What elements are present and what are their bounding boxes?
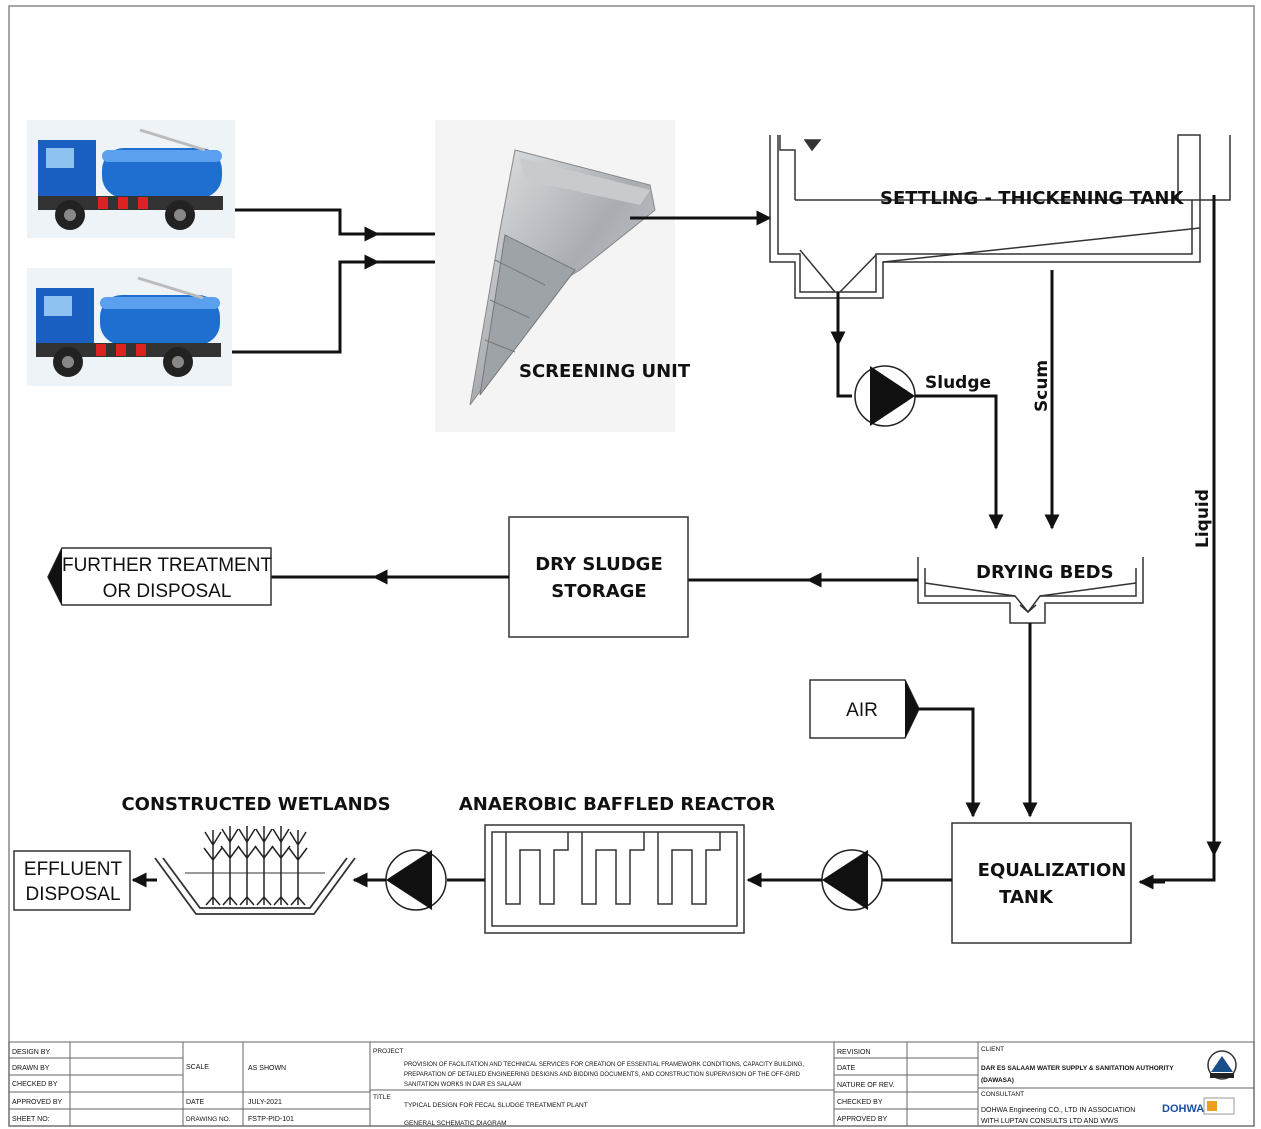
tb-approved-by: APPROVED BY	[12, 1099, 63, 1106]
vacuum-truck-1	[27, 120, 235, 238]
tb-title-line1: TYPICAL DESIGN FOR FECAL SLUDGE TREATMEN…	[404, 1102, 588, 1109]
tb-consultant-line1: DOHWA Engineering CO., LTD IN ASSOCIATIO…	[981, 1107, 1135, 1114]
sludge-line-top	[836, 292, 852, 398]
tb-scale-value: AS SHOWN	[248, 1065, 286, 1072]
air-line	[919, 707, 981, 818]
dry-sludge-storage-label-2: STORAGE	[551, 581, 646, 602]
sludge-pump	[854, 365, 916, 427]
tb-checked-by: CHECKED BY	[12, 1081, 58, 1088]
settling-thickening-tank	[769, 134, 1231, 299]
effluent-disposal-label-2: DISPOSAL	[25, 884, 120, 905]
tb-title-line2: GENERAL SCHEMATIC DIAGRAM	[404, 1120, 507, 1127]
tb-date2: DATE	[837, 1065, 855, 1072]
drying-beds	[917, 557, 1144, 624]
dawasa-logo	[1207, 1050, 1237, 1080]
screening-unit-image	[435, 120, 675, 432]
tb-drawn-by: DRAWN BY	[12, 1065, 50, 1072]
scum-label: Scum	[1032, 360, 1052, 412]
tb-client-label: CLIENT	[981, 1046, 1004, 1053]
dry-sludge-storage-box	[508, 516, 689, 638]
further-treatment-label-1: FURTHER TREATMENT	[62, 555, 272, 576]
settling-tank-label: SETTLING - THICKENING TANK	[880, 188, 1184, 209]
screening-unit-label: SCREENING UNIT	[519, 361, 691, 382]
constructed-wetlands	[154, 857, 356, 915]
tb-consultant-line2: WITH LUPTAN CONSULTS LTD AND WWS	[981, 1118, 1119, 1125]
liquid-label: Liquid	[1193, 489, 1213, 548]
tb-drawing-no-label: DRAWING NO.	[186, 1116, 231, 1123]
tb-sheet-no: SHEET NO:	[12, 1116, 50, 1123]
dry-sludge-storage-label-1: DRY SLUDGE	[535, 554, 663, 575]
truck2-line	[232, 254, 380, 354]
wetland-feed-pump	[385, 849, 447, 911]
tb-scale-label: SCALE	[186, 1064, 209, 1071]
sludge-label: Sludge	[925, 373, 991, 393]
anaerobic-baffled-reactor-label: ANAEROBIC BAFFLED REACTOR	[459, 794, 775, 815]
vacuum-truck-2	[27, 268, 232, 386]
reactor-feed-pump	[821, 849, 883, 911]
effluent-disposal-box	[13, 850, 131, 911]
air-pointer	[905, 680, 919, 738]
tb-project-label: PROJECT	[373, 1048, 403, 1055]
tb-project-line1: PROVISION OF FACILITATION AND TECHNICAL …	[404, 1062, 804, 1068]
effluent-disposal-label-1: EFFLUENT	[24, 859, 123, 880]
drying-beds-label: DRYING BEDS	[976, 562, 1114, 583]
title-block	[8, 1041, 1255, 1127]
wetland-plants	[203, 826, 308, 906]
equalization-tank-box	[951, 822, 1132, 944]
tb-title-label: TITLE	[373, 1094, 391, 1101]
tb-revision: REVISION	[837, 1049, 870, 1056]
tb-drawing-no-value: FSTP-PID-101	[248, 1116, 294, 1123]
tb-consultant-label: CONSULTANT	[981, 1091, 1024, 1098]
tb-project-line2: PREPARATION OF DETAILED ENGINEERING DESI…	[404, 1072, 801, 1078]
tb-date-label: DATE	[186, 1099, 204, 1106]
equalization-tank-label-2: TANK	[999, 887, 1054, 908]
truck1-line	[235, 208, 380, 242]
tb-client-line2: (DAWASA)	[981, 1077, 1014, 1084]
constructed-wetlands-label: CONSTRUCTED WETLANDS	[121, 794, 390, 815]
equalization-tank-label-1: EQUALIZATION	[978, 860, 1127, 881]
air-label: AIR	[846, 700, 878, 721]
tb-date-value: JULY-2021	[248, 1099, 282, 1106]
dohwa-logo: DOHWA	[1162, 1097, 1235, 1115]
tb-approved-by2: APPROVED BY	[837, 1116, 888, 1123]
further-treatment-pointer	[48, 548, 62, 605]
further-treatment-label-2: OR DISPOSAL	[103, 581, 232, 602]
dohwa-logo-text: DOHWA	[1162, 1103, 1204, 1115]
tb-design-by: DESIGN BY	[12, 1049, 50, 1056]
tb-project-line3: SANITATION WORKS IN DAR ES SALAAM	[404, 1082, 521, 1088]
tb-client-line1: DAR ES SALAAM WATER SUPPLY & SANITATION …	[981, 1065, 1174, 1072]
liquid-line	[1145, 195, 1216, 882]
tb-nature-of-rev: NATURE OF REV.	[837, 1082, 895, 1089]
tb-checked-by2: CHECKED BY	[837, 1099, 883, 1106]
anaerobic-baffled-reactor	[484, 824, 745, 934]
sludge-line-to-beds	[915, 394, 1004, 530]
